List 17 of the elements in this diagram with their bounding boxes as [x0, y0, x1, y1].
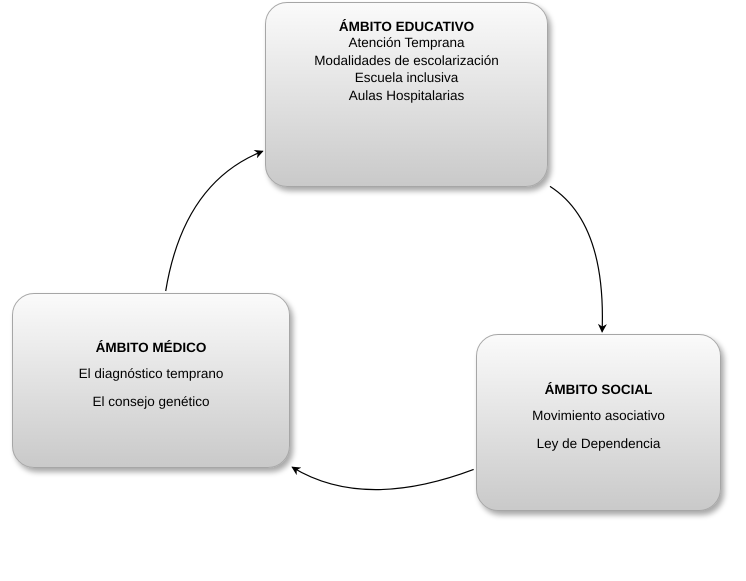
box-item: El consejo genético — [92, 393, 210, 411]
rounded-box — [265, 2, 548, 187]
box-heading: ÁMBITO MÉDICO — [96, 340, 206, 356]
box-item: El diagnóstico temprano — [78, 365, 224, 383]
curved-arrow — [550, 186, 607, 333]
rounded-box — [476, 334, 721, 511]
box-item: Atención Temprana — [348, 34, 465, 52]
rounded-box — [12, 293, 290, 468]
box-heading: ÁMBITO SOCIAL — [544, 382, 652, 398]
box-item: Modalidades de escolarización — [314, 52, 499, 70]
box-item: Ley de Dependencia — [536, 435, 660, 453]
box-heading: ÁMBITO EDUCATIVO — [338, 19, 474, 34]
box-item: Movimiento asociativo — [532, 407, 665, 425]
box-item: Escuela inclusiva — [354, 69, 458, 87]
curved-arrow — [165, 150, 264, 292]
curved-arrow — [291, 466, 474, 490]
box-item: Aulas Hospitalarias — [348, 86, 464, 104]
